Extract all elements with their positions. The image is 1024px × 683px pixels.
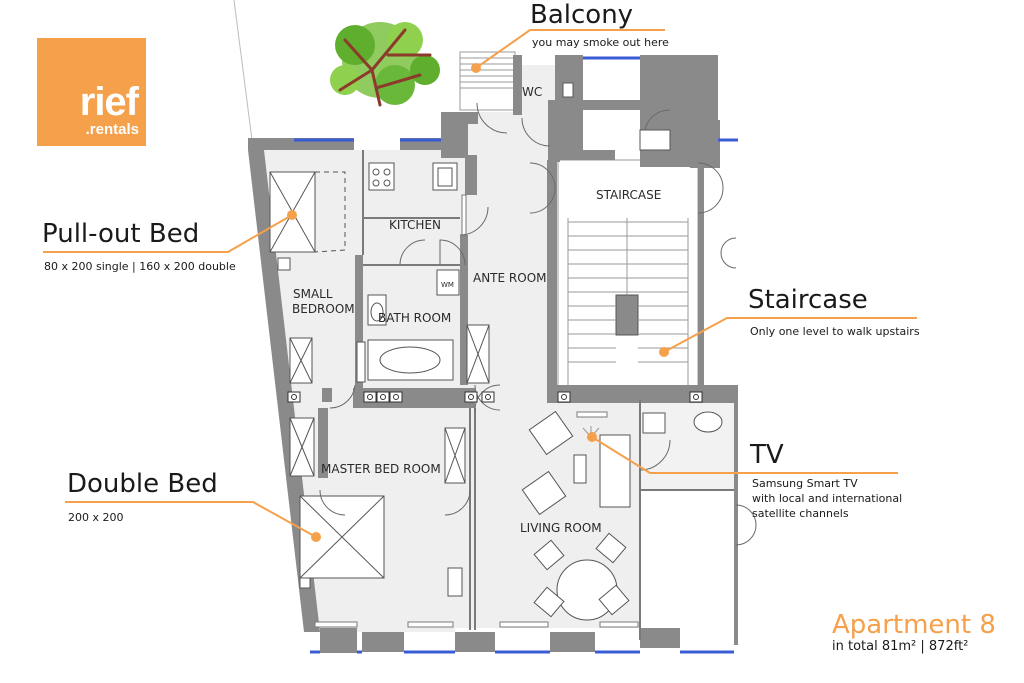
stair-steps [567,218,689,385]
tree-illustration [330,22,440,107]
furniture [269,82,723,621]
radiators [314,194,639,628]
tv-details: Samsung Smart TV with local and internat… [752,476,902,521]
double-bed-title: Double Bed [67,469,218,499]
logo-line2: .rentals [85,121,139,138]
room-label-wc: WC [522,85,542,99]
callout-lines [43,29,917,538]
double-bed-subtitle-wrap: 200 x 200 [68,510,124,525]
pullout-bed-callout: Pull-out Bed [42,219,199,249]
room-label-ante-room: ANTE ROOM [473,271,547,285]
room-label-wm: WM [441,281,454,289]
sockets [287,391,703,403]
room-label-staircase: STAIRCASE [596,188,661,202]
apartment-title: Apartment 8 [832,610,996,640]
tv-line1: Samsung Smart TV [752,477,858,490]
balcony-callout: Balcony [530,0,633,30]
balcony-title: Balcony [530,0,634,30]
staircase-subtitle: Only one level to walk upstairs [750,325,920,338]
rief-rentals-logo: rief .rentals [37,38,146,146]
windows [294,56,738,654]
staircase-title: Staircase [748,285,868,315]
pullout-bed-subtitle-wrap: 80 x 200 single | 160 x 200 double [44,259,236,274]
double-bed-subtitle: 200 x 200 [68,511,124,524]
room-label-kitchen: KITCHEN [389,218,441,232]
tv-callout: TV [750,440,784,470]
double-bed-callout: Double Bed [67,469,218,499]
staircase-callout: Staircase [748,285,868,315]
tv-title: TV [750,440,784,470]
tv-line2: with local and international [752,492,903,505]
room-label-small-bedroom-line1: SMALL [293,287,333,301]
pullout-bed-subtitle: 80 x 200 single | 160 x 200 double [44,260,236,273]
room-label-master-bed-room: MASTER BED ROOM [321,462,441,476]
pullout-bed-title: Pull-out Bed [42,219,200,249]
logo-line1: rief [79,80,139,124]
staircase-subtitle-wrap: Only one level to walk upstairs [750,324,920,339]
callout-dots [287,63,669,542]
room-label-living-room: LIVING ROOM [520,521,602,535]
interior-walls [362,150,734,640]
apartment-size: in total 81m² | 872ft² [832,639,969,654]
room-label-bath-room: BATH ROOM [378,311,451,325]
balcony-subtitle-wrap: you may smoke out here [532,35,669,50]
room-label-small-bedroom-line2: BEDROOM [292,302,355,316]
tv-line3: satellite channels [752,507,849,520]
balcony-subtitle: you may smoke out here [532,36,669,49]
